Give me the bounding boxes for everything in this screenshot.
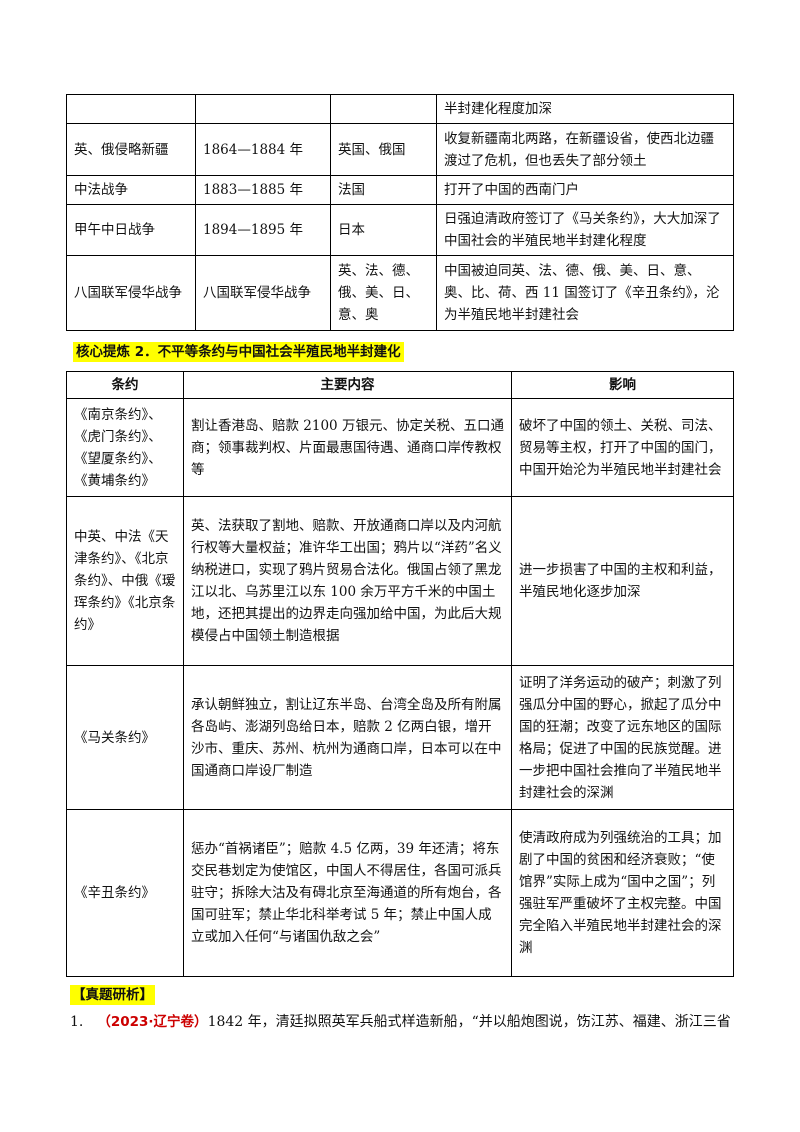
event-cell: 中法战争 (66, 175, 196, 205)
question-1: 1. （2023·辽宁卷）1842 年，清廷拟照英军兵船式样造新船，“并以船炮图说… (70, 1012, 740, 1032)
wars-table: 半封建化程度加深 英、俄侵略新疆 1864—1884 年 英国、俄国 收复新疆南… (66, 94, 734, 331)
treaty-cell: 《马关条约》 (66, 665, 184, 810)
impact-cell: 证明了洋务运动的破产；刺激了列强瓜分中国的野心，掀起了瓜分中国的狂潮；改变了远东… (511, 665, 734, 810)
content-cell: 惩办“首祸诸臣”；赔款 4.5 亿两，39 年还清；将东交民巷划定为使馆区，中国… (183, 809, 512, 977)
header-content: 主要内容 (183, 371, 512, 399)
country-cell: 日本 (330, 204, 437, 256)
analysis-heading: 【真题研析】 (70, 985, 155, 1005)
table-row: 半封建化程度加深 (66, 94, 734, 124)
event-cell: 英、俄侵略新疆 (66, 123, 196, 176)
impact-cell: 打开了中国的西南门户 (436, 175, 734, 205)
treaties-table: 条约 主要内容 影响 《南京条约》、《虎门条约》、《望厦条约》、《黄埔条约》 割… (66, 371, 734, 977)
time-cell (195, 94, 331, 124)
table-row: 英、俄侵略新疆 1864—1884 年 英国、俄国 收复新疆南北两路，在新疆设省… (66, 123, 734, 176)
impact-cell: 破坏了中国的领土、关税、司法、贸易等主权，打开了中国的国门，中国开始沦为半殖民地… (511, 398, 734, 497)
event-cell (66, 94, 196, 124)
section-title: 核心提炼 2．不平等条约与中国社会半殖民地半封建化 (73, 342, 404, 362)
treaty-cell: 《南京条约》、《虎门条约》、《望厦条约》、《黄埔条约》 (66, 398, 184, 497)
event-cell: 八国联军侵华战争 (66, 255, 196, 331)
country-cell (330, 94, 437, 124)
header-treaty: 条约 (66, 371, 184, 399)
time-cell: 1883—1885 年 (195, 175, 331, 205)
time-cell: 1894—1895 年 (195, 204, 331, 256)
impact-cell: 收复新疆南北两路，在新疆设省，使西北边疆渡过了危机，但也丢失了部分领土 (436, 123, 734, 176)
content-cell: 割让香港岛、赔款 2100 万银元、协定关税、五口通商；领事裁判权、片面最惠国待… (183, 398, 512, 497)
content-cell: 承认朝鲜独立，割让辽东半岛、台湾全岛及所有附属各岛屿、澎湖列岛给日本，赔款 2 … (183, 665, 512, 810)
table-row: 八国联军侵华战争 八国联军侵华战争 英、法、德、俄、美、日、意、奥 中国被迫同英… (66, 255, 734, 331)
impact-cell: 日强迫清政府签订了《马关条约》，大大加深了中国社会的半殖民地半封建化程度 (436, 204, 734, 256)
table-row: 中英、中法《天津条约》、《北京条约》、中俄《瑷珲条约》《北京条约》 英、法获取了… (66, 496, 734, 666)
table-row: 甲午中日战争 1894—1895 年 日本 日强迫清政府签订了《马关条约》，大大… (66, 204, 734, 256)
impact-cell: 中国被迫同英、法、德、俄、美、日、意、奥、比、荷、西 11 国签订了《辛丑条约》… (436, 255, 734, 331)
country-cell: 法国 (330, 175, 437, 205)
impact-cell: 半封建化程度加深 (436, 94, 734, 124)
content-cell: 英、法获取了割地、赔款、开放通商口岸以及内河航行权等大量权益；准许华工出国；鸦片… (183, 496, 512, 666)
country-cell: 英、法、德、俄、美、日、意、奥 (330, 255, 437, 331)
question-text: 1842 年，清廷拟照英军兵船式样造新船，“并以船炮图说，饬江苏、福建、浙江三省 (207, 1014, 731, 1030)
table-header-row: 条约 主要内容 影响 (66, 371, 734, 399)
time-cell: 八国联军侵华战争 (195, 255, 331, 331)
header-impact: 影响 (511, 371, 734, 399)
question-source: （2023·辽宁卷） (97, 1014, 208, 1030)
event-cell: 甲午中日战争 (66, 204, 196, 256)
country-cell: 英国、俄国 (330, 123, 437, 176)
impact-cell: 进一步损害了中国的主权和利益，半殖民地化逐步加深 (511, 496, 734, 666)
table-row: 《马关条约》 承认朝鲜独立，割让辽东半岛、台湾全岛及所有附属各岛屿、澎湖列岛给日… (66, 665, 734, 810)
table-row: 《南京条约》、《虎门条约》、《望厦条约》、《黄埔条约》 割让香港岛、赔款 210… (66, 398, 734, 497)
table-row: 《辛丑条约》 惩办“首祸诸臣”；赔款 4.5 亿两，39 年还清；将东交民巷划定… (66, 809, 734, 977)
table-row: 中法战争 1883—1885 年 法国 打开了中国的西南门户 (66, 175, 734, 205)
time-cell: 1864—1884 年 (195, 123, 331, 176)
treaty-cell: 中英、中法《天津条约》、《北京条约》、中俄《瑷珲条约》《北京条约》 (66, 496, 184, 666)
treaty-cell: 《辛丑条约》 (66, 809, 184, 977)
question-number: 1. (70, 1014, 84, 1030)
impact-cell: 使清政府成为列强统治的工具；加剧了中国的贫困和经济衰败；“使馆界”实际上成为“国… (511, 809, 734, 977)
